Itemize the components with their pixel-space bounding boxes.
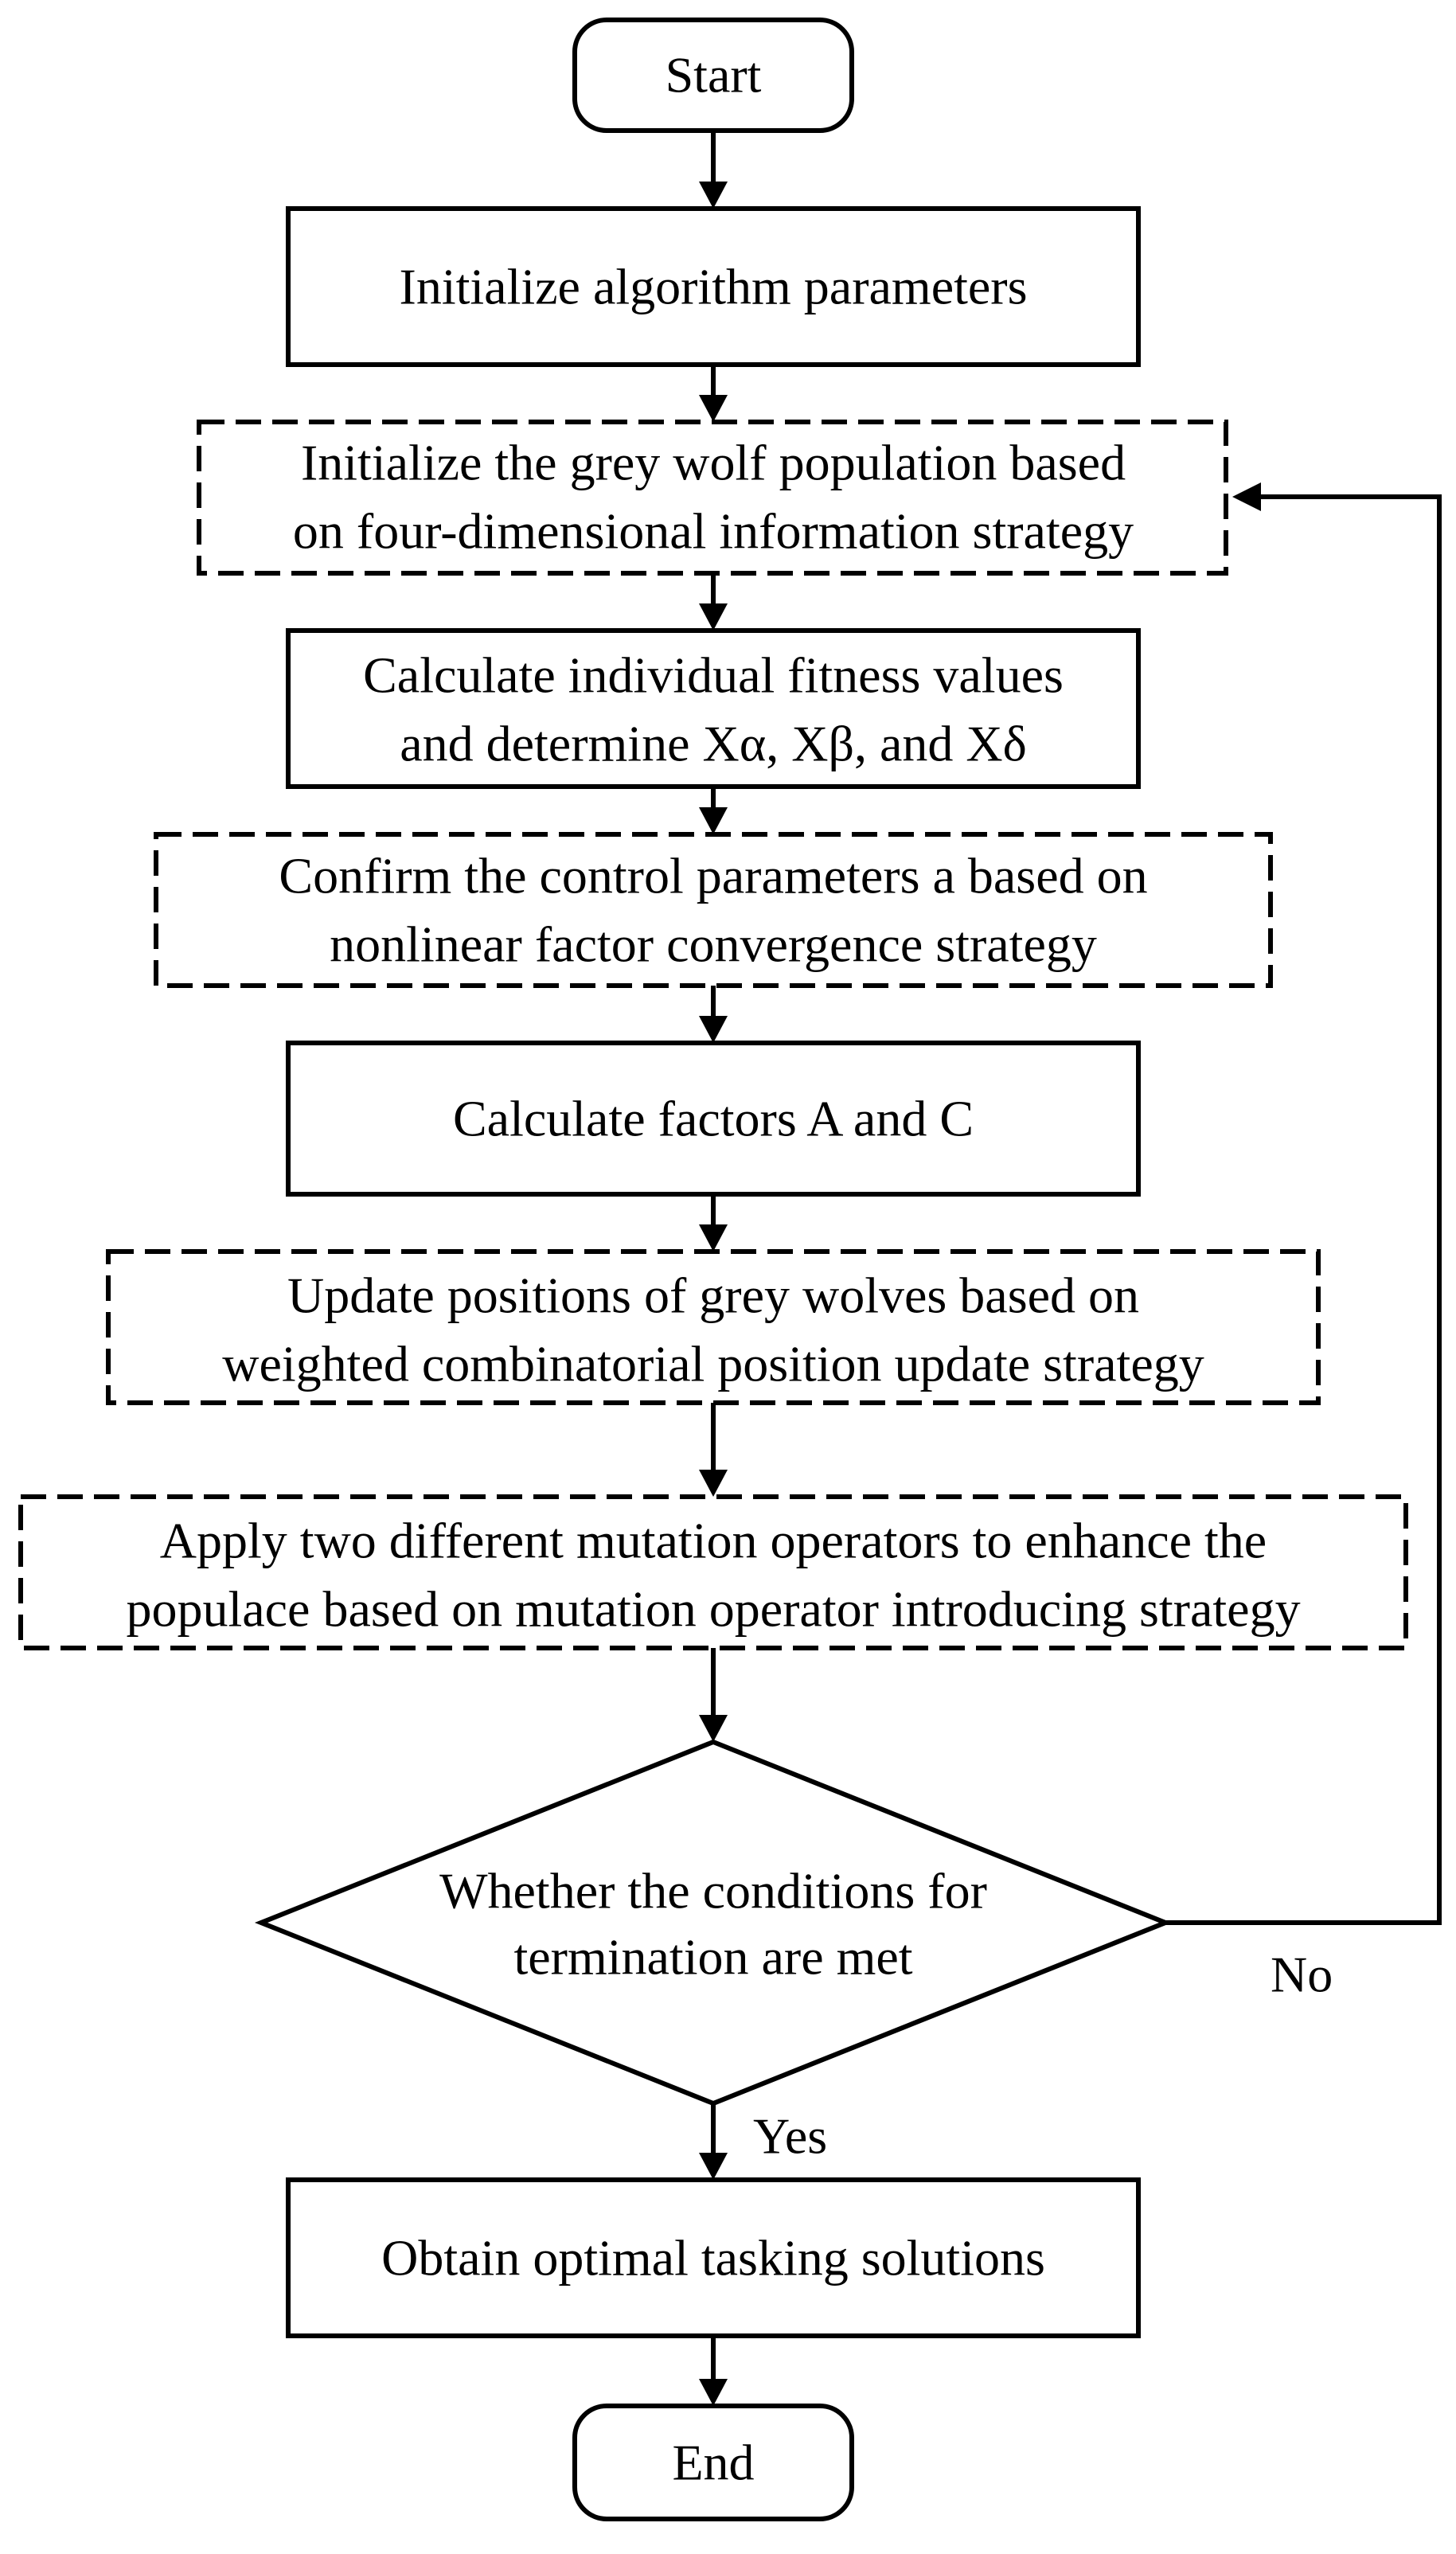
calc-factors-label: Calculate factors A and C xyxy=(453,1091,974,1147)
apply-mutation-box xyxy=(18,1494,1408,1650)
init-params-box xyxy=(286,206,1141,367)
node-init-params: Initialize algorithm parameters xyxy=(286,206,1141,367)
termination-check-line-2: termination are met xyxy=(513,1929,912,1986)
arrowhead xyxy=(1232,482,1261,511)
edges xyxy=(699,131,1442,2406)
confirm-control-line-1: Confirm the control parameters a based o… xyxy=(279,848,1147,904)
arrowhead xyxy=(699,1715,728,1742)
node-calc-fitness: Calculate individual fitness values and … xyxy=(286,628,1141,789)
node-obtain-solutions: Obtain optimal tasking solutions xyxy=(286,2177,1141,2338)
update-positions-box xyxy=(106,1249,1321,1405)
edge-label-no: No xyxy=(1271,1947,1333,2003)
start-label: Start xyxy=(666,47,762,103)
init-population-line-2: on four-dimensional information strategy xyxy=(293,503,1134,560)
update-positions-line-1: Update positions of grey wolves based on xyxy=(287,1267,1139,1324)
arrowhead xyxy=(699,603,728,631)
arrowhead xyxy=(699,395,728,422)
init-population-box xyxy=(197,420,1228,576)
arrowhead xyxy=(699,2379,728,2406)
end-terminal xyxy=(572,2404,854,2521)
apply-mutation-line-2: populace based on mutation operator intr… xyxy=(126,1581,1300,1638)
arrowhead xyxy=(699,182,728,209)
node-apply-mutation: Apply two different mutation operators t… xyxy=(18,1494,1408,1650)
obtain-solutions-label: Obtain optimal tasking solutions xyxy=(381,2230,1045,2286)
start-terminal xyxy=(572,18,854,133)
calc-fitness-line-1: Calculate individual fitness values xyxy=(363,647,1064,704)
arrowhead xyxy=(699,1016,728,1043)
edge-no-loop-back xyxy=(1165,494,1442,1925)
arrowhead xyxy=(699,2153,728,2180)
termination-check-line-1: Whether the conditions for xyxy=(439,1863,987,1919)
confirm-control-box xyxy=(154,832,1273,988)
edge-label-yes: Yes xyxy=(753,2108,827,2165)
obtain-solutions-box xyxy=(286,2177,1141,2338)
arrowhead xyxy=(699,807,728,834)
termination-check-diamond xyxy=(254,1739,1173,2107)
node-confirm-control: Confirm the control parameters a based o… xyxy=(154,832,1273,988)
update-positions-line-2: weighted combinatorial position update s… xyxy=(222,1336,1204,1392)
calc-fitness-box xyxy=(286,628,1141,789)
end-label: End xyxy=(672,2435,754,2491)
calc-fitness-line-2: and determine Xα, Xβ, and Xδ xyxy=(400,716,1027,772)
init-params-label: Initialize algorithm parameters xyxy=(400,259,1028,315)
apply-mutation-line-1: Apply two different mutation operators t… xyxy=(160,1513,1267,1569)
arrowhead xyxy=(699,1470,728,1497)
arrowhead xyxy=(699,1224,728,1252)
node-termination-check: Whether the conditions for termination a… xyxy=(254,1739,1173,2107)
node-calc-factors: Calculate factors A and C xyxy=(286,1041,1141,1197)
node-start: Start xyxy=(572,18,854,133)
node-update-positions: Update positions of grey wolves based on… xyxy=(106,1249,1321,1405)
node-init-population: Initialize the grey wolf population base… xyxy=(197,420,1228,576)
node-end: End xyxy=(572,2404,854,2521)
init-population-line-1: Initialize the grey wolf population base… xyxy=(301,435,1126,491)
calc-factors-box xyxy=(286,1041,1141,1197)
confirm-control-line-2: nonlinear factor convergence strategy xyxy=(330,916,1097,973)
